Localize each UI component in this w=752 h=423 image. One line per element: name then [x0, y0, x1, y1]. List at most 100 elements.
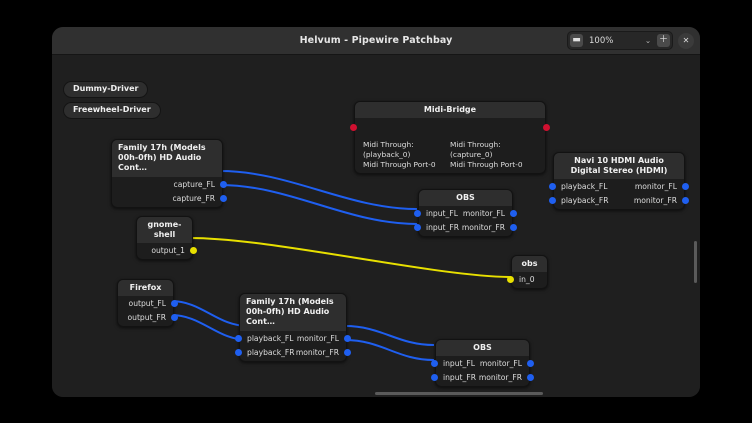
node-ports: in_0	[507, 272, 547, 288]
port-monitor-fl[interactable]: monitor_FL	[479, 358, 534, 369]
chevron-down-icon[interactable]: ⌄	[644, 35, 652, 45]
node-obs-top[interactable]: OBS input_FL input_FR	[414, 189, 517, 238]
port-dot-audio[interactable]	[431, 374, 438, 382]
node-dummy-driver[interactable]: Dummy-Driver	[63, 81, 149, 98]
port-dot-audio[interactable]	[527, 360, 534, 368]
port-dot-audio[interactable]	[527, 374, 534, 382]
node-title: Family 17h (Models 00h-0fh) HD Audio Con…	[240, 294, 346, 331]
port-monitor-fr[interactable]: monitor_FR	[296, 347, 351, 358]
port-dot-audio[interactable]	[344, 334, 351, 342]
node-gnome-shell[interactable]: gnome-shell output_1	[136, 216, 197, 261]
node-navi10-hdmi[interactable]: Navi 10 HDMI Audio Digital Stereo (HDMI)…	[549, 152, 689, 211]
node-title: Family 17h (Models 00h-0fh) HD Audio Con…	[112, 140, 222, 177]
port-midi-through-playback[interactable]: Midi Through:(playback_0) Midi Through P…	[350, 120, 450, 170]
zoom-out-icon[interactable]: ▬	[570, 34, 583, 47]
node-title: Firefox	[118, 280, 173, 297]
node-title: OBS	[436, 340, 529, 357]
input-ports: input_FL input_FR	[431, 358, 479, 383]
node-firefox[interactable]: Firefox output_FL output_FR	[117, 279, 178, 328]
node-midi-bridge[interactable]: Midi-Bridge Midi Through:(playback_0) Mi…	[350, 101, 550, 175]
horizontal-scrollbar[interactable]	[375, 392, 543, 395]
node-ports: capture_FL capture_FR	[112, 177, 227, 207]
port-dot-audio[interactable]	[235, 334, 242, 342]
port-dot-audio[interactable]	[549, 183, 556, 191]
port-label: output_FL	[128, 299, 166, 309]
port-label: playback_FL	[561, 182, 608, 192]
port-output-1[interactable]: output_1	[151, 245, 197, 256]
zoom-level-value: 100%	[589, 35, 614, 46]
port-dot-midi[interactable]	[507, 276, 514, 284]
port-label: playback_FL	[247, 333, 294, 343]
port-label: capture_FR	[172, 193, 215, 203]
port-input-fl[interactable]: input_FL	[431, 358, 475, 369]
port-dot-red[interactable]	[543, 124, 550, 132]
port-dot-audio[interactable]	[171, 314, 178, 322]
port-label: input_FR	[443, 373, 476, 383]
node-obs-bottom[interactable]: OBS input_FL input_FR	[431, 339, 534, 388]
port-dot-audio[interactable]	[414, 224, 421, 232]
port-dot-audio[interactable]	[344, 348, 351, 356]
title-bar[interactable]: Helvum - Pipewire Patchbay ▬ 100% ⌄ ＋ ✕	[52, 27, 700, 55]
input-ports: input_FL input_FR	[414, 208, 462, 233]
node-freewheel-driver[interactable]: Freewheel-Driver	[63, 102, 161, 119]
patchbay-canvas[interactable]: Dummy-Driver Freewheel-Driver Midi-Bridg…	[52, 55, 700, 397]
close-icon[interactable]: ✕	[678, 32, 694, 49]
output-ports: monitor_FL monitor_FR	[479, 358, 534, 383]
port-label: monitor_FR	[461, 223, 505, 233]
port-dot-audio[interactable]	[549, 197, 556, 205]
node-title: Dummy-Driver	[73, 84, 139, 93]
node-title: Freewheel-Driver	[73, 105, 151, 114]
node-obs-midi[interactable]: obs in_0	[507, 255, 548, 290]
port-playback-fl[interactable]: playback_FL	[235, 333, 294, 344]
node-title: Midi-Bridge	[355, 102, 545, 119]
node-ports: input_FL input_FR monitor_FL	[431, 356, 534, 386]
node-title: gnome-shell	[137, 217, 192, 244]
port-output-fl[interactable]: output_FL	[128, 298, 178, 309]
port-dot-audio[interactable]	[510, 224, 517, 232]
port-dot-audio[interactable]	[235, 348, 242, 356]
port-capture-fl[interactable]: capture_FL	[173, 179, 227, 190]
node-family17h-capture[interactable]: Family 17h (Models 00h-0fh) HD Audio Con…	[111, 139, 227, 208]
port-input-fl[interactable]: input_FL	[414, 208, 458, 219]
port-dot-audio[interactable]	[220, 194, 227, 202]
input-ports: playback_FL playback_FR	[235, 333, 295, 358]
port-in-0[interactable]: in_0	[507, 274, 535, 285]
port-monitor-fl[interactable]: monitor_FL	[296, 333, 351, 344]
port-input-fr[interactable]: input_FR	[431, 372, 476, 383]
port-output-fr[interactable]: output_FR	[127, 312, 178, 323]
output-ports: monitor_FL monitor_FR	[295, 333, 351, 358]
zoom-in-icon[interactable]: ＋	[657, 34, 670, 47]
port-playback-fr[interactable]: playback_FR	[549, 195, 609, 206]
port-capture-fr[interactable]: capture_FR	[172, 193, 227, 204]
port-label: monitor_FL	[479, 359, 522, 369]
port-label: monitor_FL	[296, 333, 339, 343]
port-dot-audio[interactable]	[682, 183, 689, 191]
port-monitor-fl[interactable]: monitor_FL	[635, 181, 689, 192]
port-dot-audio[interactable]	[220, 180, 227, 188]
port-label: monitor_FL	[462, 209, 505, 219]
port-dot-audio[interactable]	[414, 210, 421, 218]
port-monitor-fr[interactable]: monitor_FR	[461, 222, 517, 233]
port-monitor-fr[interactable]: monitor_FR	[479, 372, 534, 383]
port-playback-fr[interactable]: playback_FR	[235, 347, 295, 358]
port-midi-through-capture[interactable]: Midi Through:(capture_0) Midi Through Po…	[450, 120, 550, 170]
port-dot-audio[interactable]	[510, 210, 517, 218]
port-label: input_FL	[426, 209, 458, 219]
vertical-scrollbar[interactable]	[694, 241, 697, 283]
port-dot-midi[interactable]	[190, 247, 197, 255]
port-monitor-fr[interactable]: monitor_FR	[634, 195, 689, 206]
port-dot-audio[interactable]	[431, 360, 438, 368]
port-playback-fl[interactable]: playback_FL	[549, 181, 608, 192]
node-ports: input_FL input_FR monitor_FL	[414, 206, 517, 236]
port-dot-audio[interactable]	[171, 300, 178, 308]
zoom-control[interactable]: ▬ 100% ⌄ ＋	[567, 31, 673, 50]
port-label: capture_FL	[173, 179, 215, 189]
port-label: in_0	[519, 275, 535, 285]
node-family17h-playback[interactable]: Family 17h (Models 00h-0fh) HD Audio Con…	[235, 293, 351, 362]
port-dot-red[interactable]	[350, 124, 357, 132]
output-ports: monitor_FL monitor_FR	[461, 208, 517, 233]
port-input-fr[interactable]: input_FR	[414, 222, 459, 233]
port-dot-audio[interactable]	[682, 197, 689, 205]
port-label: output_FR	[127, 313, 167, 323]
port-monitor-fl[interactable]: monitor_FL	[462, 208, 517, 219]
